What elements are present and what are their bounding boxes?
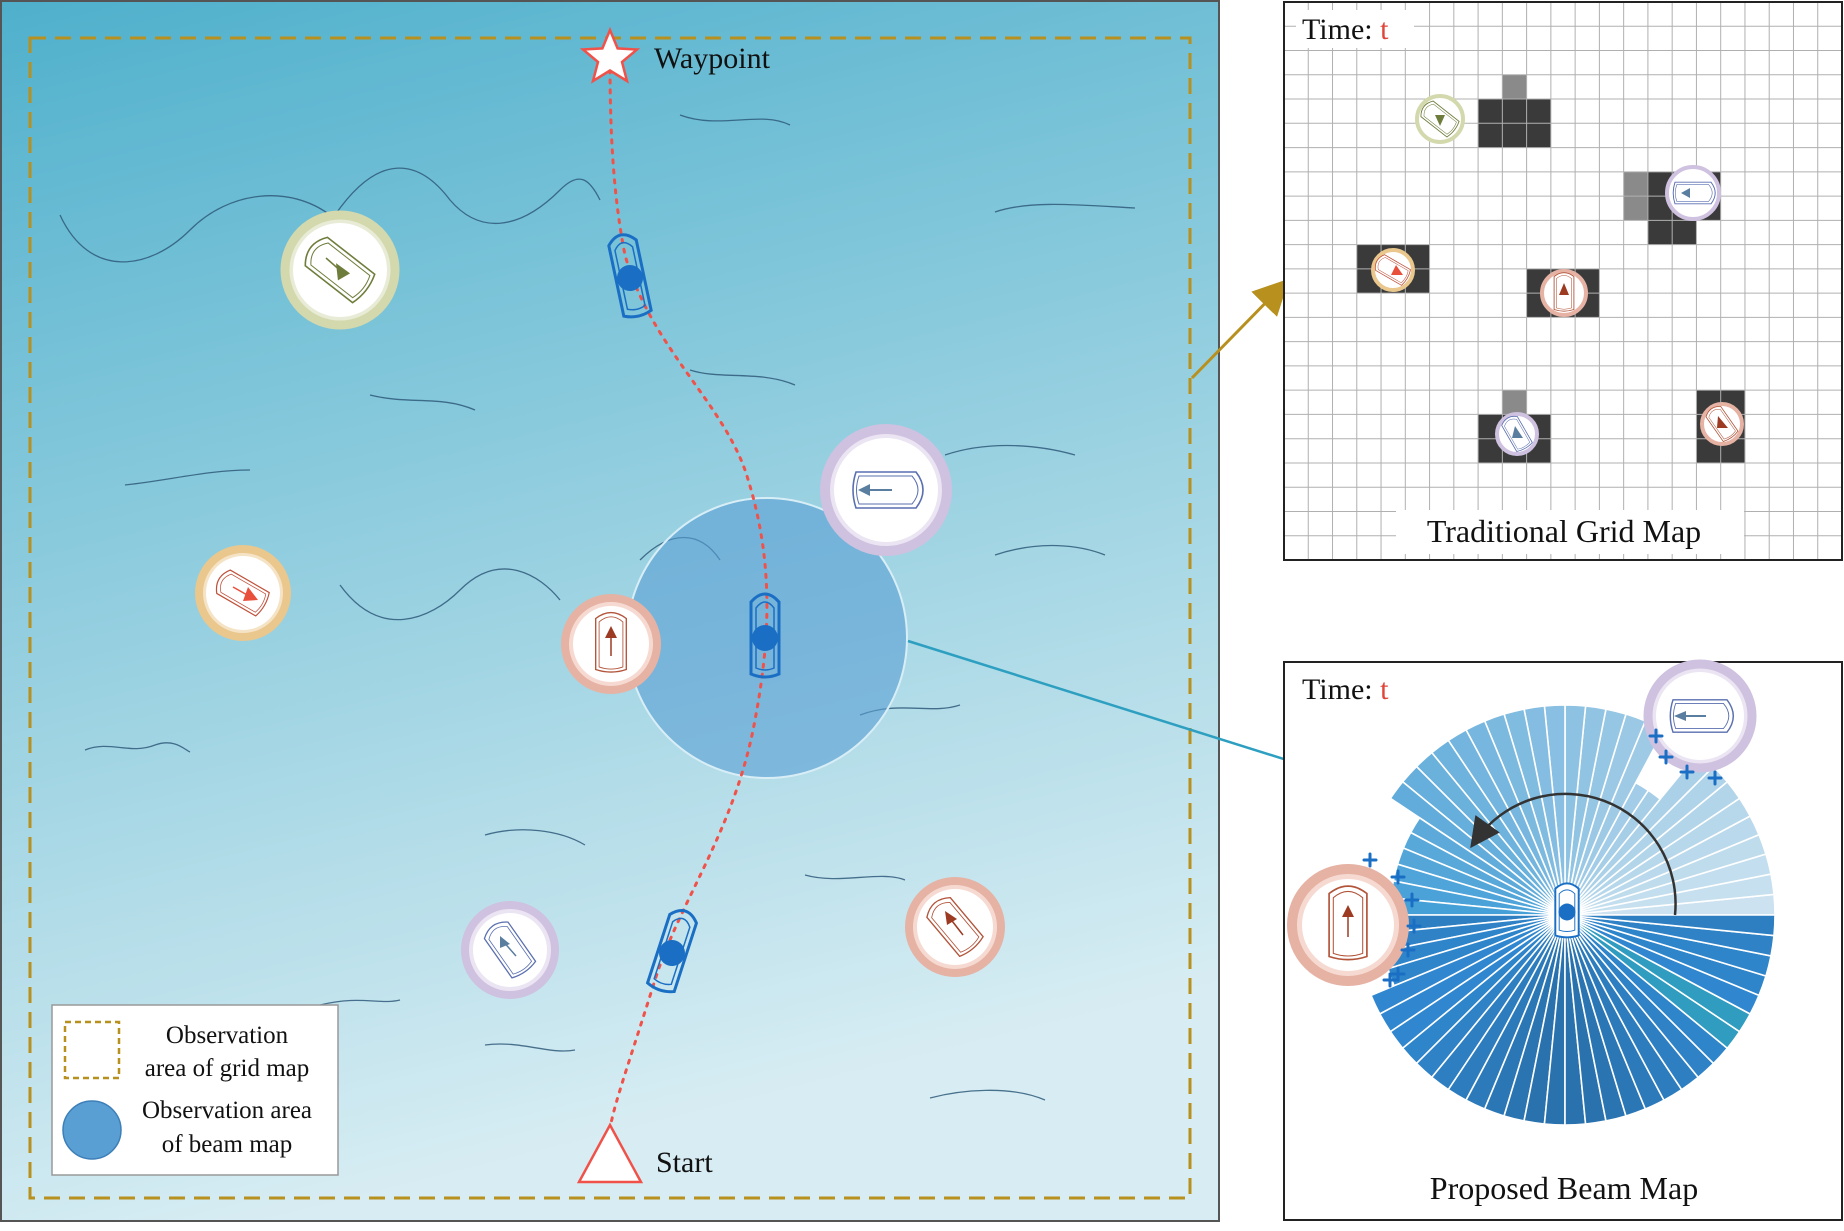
grid-obstacle-red xyxy=(1540,269,1588,317)
obstacle-vessel-olive xyxy=(280,210,400,330)
grid-map-arrow xyxy=(1190,278,1290,380)
beam-detection-crosses xyxy=(1362,728,1723,988)
grid-cell xyxy=(1478,123,1503,148)
grid-map-panel: Time: t Traditional Grid Map xyxy=(1283,1,1843,561)
grid-obstacle-lavender-2 xyxy=(1495,412,1539,456)
beam-obstacle-red xyxy=(1287,864,1409,986)
grid-cell xyxy=(1478,99,1503,124)
legend-grid-swatch xyxy=(63,1020,121,1080)
grid-cell xyxy=(1502,74,1527,100)
grid-cell xyxy=(1526,123,1551,148)
grid-cell xyxy=(1502,390,1527,415)
beam-sector xyxy=(1564,914,1776,937)
beam-sweep-arrow xyxy=(1470,792,1677,916)
grid-cell xyxy=(1502,99,1527,124)
start-label: Start xyxy=(656,1146,713,1179)
grid-obstacle-olive xyxy=(1415,94,1465,144)
grid-cell xyxy=(1672,220,1697,245)
grid-cell xyxy=(1623,196,1648,221)
obstacle-vessel-lavender xyxy=(820,424,952,556)
sea-scene: Waypoint Start xyxy=(0,0,1220,1222)
legend-beam-swatch xyxy=(62,1100,122,1160)
grid-cell xyxy=(1502,123,1527,148)
obstacle-vessel-orange xyxy=(195,545,291,641)
grid-cell xyxy=(1647,220,1673,245)
beam-map-panel: Time: t Proposed Beam Map xyxy=(1283,659,1843,1221)
beam-sectors xyxy=(1369,704,1776,1126)
legend: Observation area of grid map Observation… xyxy=(51,1004,339,1176)
beam-sector xyxy=(1389,780,1566,916)
grid-time-label: Time: t xyxy=(1302,13,1389,46)
legend-grid-text-2: area of grid map xyxy=(145,1055,310,1082)
obstacle-vessel-red-2 xyxy=(905,877,1005,977)
grid-lines xyxy=(1284,2,1842,560)
legend-beam-text-1: Observation area xyxy=(142,1097,312,1124)
legend-beam-text-2: of beam map xyxy=(162,1131,293,1158)
legend-grid-text-1: Observation xyxy=(166,1022,289,1049)
beam-map-caption: Proposed Beam Map xyxy=(1430,1170,1698,1206)
obstacle-vessel-lavender-2 xyxy=(461,901,559,999)
beam-obstacle-lavender xyxy=(1643,659,1757,773)
grid-map-caption: Traditional Grid Map xyxy=(1427,513,1701,549)
planned-path xyxy=(608,58,769,1132)
waypoint-label: Waypoint xyxy=(654,42,771,75)
grid-obstacle-orange xyxy=(1371,248,1415,292)
start-triangle-icon xyxy=(576,1122,644,1184)
waypoint-star-icon xyxy=(579,26,641,84)
grid-cell xyxy=(1526,99,1551,124)
beam-time-label: Time: t xyxy=(1302,673,1389,706)
obstacle-vessel-red xyxy=(561,594,661,694)
grid-cell xyxy=(1623,171,1648,197)
beam-own-ship-icon xyxy=(1554,882,1580,939)
grid-obstacle-red-2 xyxy=(1700,402,1744,446)
grid-obstacle-lavender xyxy=(1665,165,1721,221)
